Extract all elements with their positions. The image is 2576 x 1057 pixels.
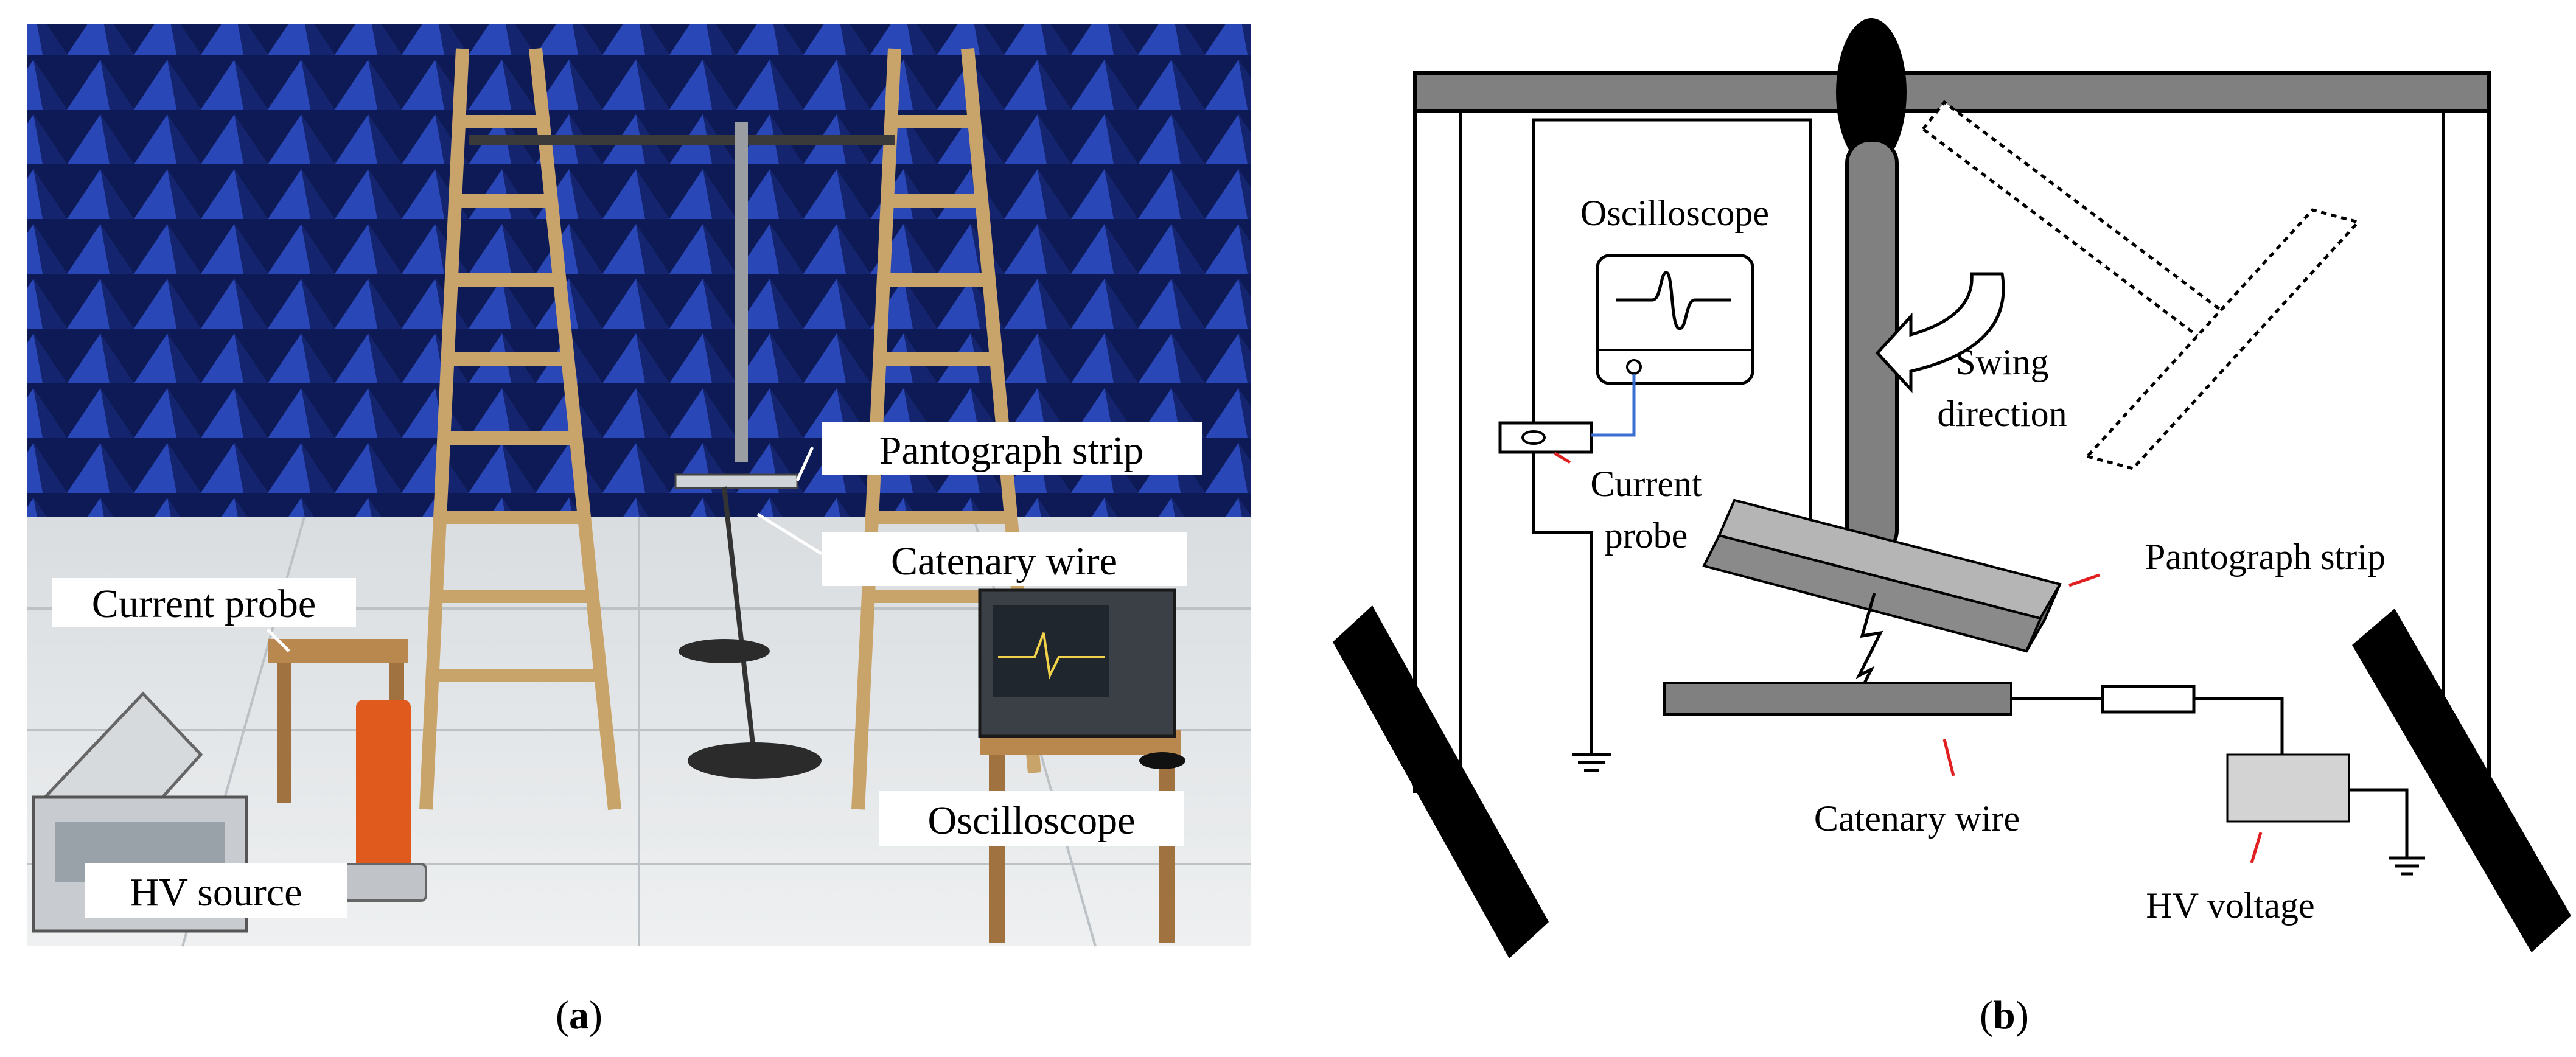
ground-lead-upper xyxy=(1532,118,1812,520)
swing-direction-arrow xyxy=(1875,272,2005,394)
probe-pointer xyxy=(267,629,290,652)
caption-b: b xyxy=(1993,993,2016,1038)
marker-strip xyxy=(2068,573,2100,587)
hv-voltage-label: HV voltage xyxy=(2146,885,2314,926)
right-foot xyxy=(2352,609,2571,952)
catenary-stand xyxy=(722,486,757,761)
stand-base-2 xyxy=(679,639,770,663)
wire-label-pointer xyxy=(756,512,823,556)
pantograph-strip-schematic-label: Pantograph strip xyxy=(2145,537,2386,577)
spark-icon xyxy=(1854,593,1883,701)
catenary-wire-schematic-label: Catenary wire xyxy=(1814,798,2020,839)
left-table-top xyxy=(268,639,408,663)
panel-b xyxy=(1333,18,2571,958)
hv-source-label: HV source xyxy=(130,870,302,915)
label-pantograph-strip-a: Pantograph strip xyxy=(822,422,1202,475)
panel-b-labels: Oscilloscope Swing direction Current pro… xyxy=(1580,193,2386,926)
pantograph-strip-label: Pantograph strip xyxy=(879,428,1143,473)
top-beam xyxy=(1413,71,2491,113)
stand-base xyxy=(688,742,822,779)
caption-a-open: ( xyxy=(556,993,569,1038)
pivot xyxy=(1836,18,1907,167)
strip-end-face xyxy=(2025,584,2061,652)
label-current-probe-a: Current probe xyxy=(52,578,356,627)
hv-voltage-box xyxy=(2226,753,2350,823)
oscilloscope-label: Oscilloscope xyxy=(928,798,1136,843)
caption-b-close: ) xyxy=(2016,993,2029,1038)
label-catenary-wire-a: Catenary wire xyxy=(822,532,1187,586)
right-post xyxy=(2442,71,2491,793)
marker-wire xyxy=(1942,739,1955,776)
caption-a-close: ) xyxy=(589,993,602,1038)
catenary-wire-bar xyxy=(1663,682,2012,716)
resistor xyxy=(2101,685,2196,714)
label-oscilloscope-a: Oscilloscope xyxy=(879,791,1184,846)
pantograph-strip-photo xyxy=(674,473,798,489)
swing-label-line2: direction xyxy=(1937,394,2067,434)
left-post xyxy=(1413,71,1462,793)
label-hv-source-a: HV source xyxy=(85,863,347,918)
ghost-strip xyxy=(2084,208,2361,470)
oscilloscope-schematic-label: Oscilloscope xyxy=(1580,193,1769,233)
catenary-wire-label: Catenary wire xyxy=(891,539,1117,584)
left-foot xyxy=(1333,605,1549,958)
probe-label-line2: probe xyxy=(1605,515,1688,556)
strip-label-pointer xyxy=(795,446,814,482)
pulse-waveform xyxy=(1616,271,1731,330)
marker-hv xyxy=(2250,832,2263,863)
swing-label-line1: Swing xyxy=(1955,342,2048,382)
top-bar xyxy=(469,135,895,145)
current-label-line1: Current xyxy=(1590,464,1702,504)
current-probe-label: Current probe xyxy=(92,582,316,626)
scope-input-connector xyxy=(1626,359,1642,375)
mouse xyxy=(1139,752,1185,769)
marker-probe xyxy=(1554,452,1571,464)
probe-lead xyxy=(1591,374,1636,437)
caption-b-open: ( xyxy=(1980,993,1993,1038)
left-ladder xyxy=(419,47,621,811)
swing-arm xyxy=(735,122,748,462)
panel-a: Pantograph strip Catenary wire Current p… xyxy=(27,24,1251,1038)
ground-lead-lower xyxy=(1532,450,1593,755)
caption-a: a xyxy=(569,993,589,1038)
scope-screen xyxy=(993,605,1109,697)
hv-generator xyxy=(356,700,411,870)
